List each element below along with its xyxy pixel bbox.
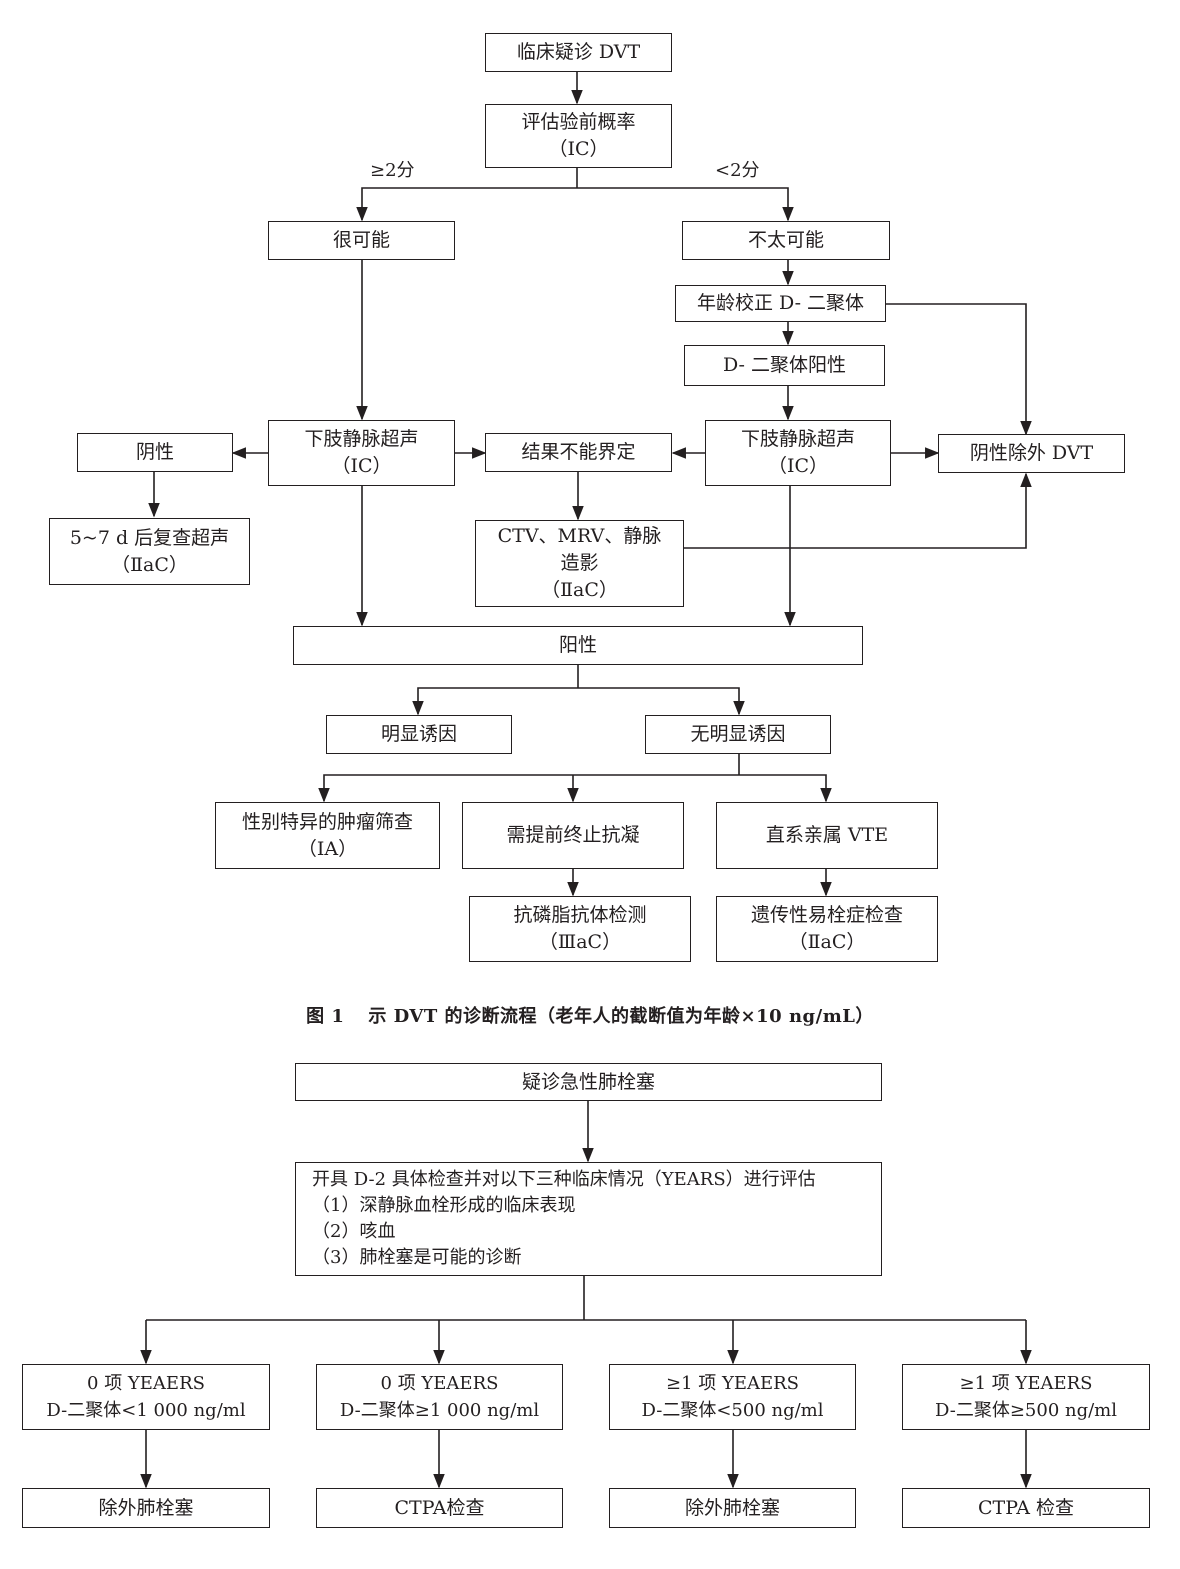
node-recheck-ultrasound: 5~7 d 后复查超声 （ⅡaC） [49,518,250,585]
node-exclude-dvt: 阴性除外 DVT [938,434,1125,473]
node-result-1: 除外肺栓塞 [22,1488,270,1528]
node-relative-vte: 直系亲属 VTE [716,802,938,869]
node-suspect-dvt: 临床疑诊 DVT [485,33,672,72]
node-branch-2: 0 项 YEAERS D-二聚体≥1 000 ng/ml [316,1364,563,1430]
node-result-2: CTPA检查 [316,1488,563,1528]
node-stop-anticoagulation: 需提前终止抗凝 [462,802,684,869]
node-years-assessment: 开具 D-2 具体检查并对以下三种临床情况（YEARS）进行评估 （1）深静脉血… [295,1162,882,1276]
node-suspect-pe: 疑诊急性肺栓塞 [295,1063,882,1101]
node-positive: 阳性 [293,626,863,665]
node-ultrasound-left: 下肢静脉超声 （ⅠC） [268,420,455,486]
node-unprovoked: 无明显诱因 [645,715,831,754]
node-indeterminate: 结果不能界定 [485,433,672,472]
node-antiphospholipid-test: 抗磷脂抗体检测 （ⅢaC） [469,896,691,962]
node-result-4: CTPA 检查 [902,1488,1150,1528]
edge-label-low-score: <2分 [715,160,760,181]
node-ctv-mrv-venography: CTV、MRV、静脉 造影 （ⅡaC） [475,520,684,607]
node-ultrasound-right: 下肢静脉超声 （ⅠC） [705,420,891,486]
node-likely: 很可能 [268,221,455,260]
node-assess-probability: 评估验前概率 （ⅠC） [485,104,672,168]
node-branch-1: 0 项 YEAERS D-二聚体<1 000 ng/ml [22,1364,270,1430]
node-ddimer-positive: D- 二聚体阳性 [684,345,885,386]
edge-label-high-score: ≥2分 [370,160,415,181]
node-result-3: 除外肺栓塞 [609,1488,856,1528]
node-branch-3: ≥1 项 YEAERS D-二聚体<500 ng/ml [609,1364,856,1430]
node-provoked: 明显诱因 [326,715,512,754]
node-negative: 阴性 [77,433,233,472]
node-thrombophilia-test: 遗传性易栓症检查 （ⅡaC） [716,896,938,962]
node-unlikely: 不太可能 [682,221,890,260]
node-age-adjusted-ddimer: 年龄校正 D- 二聚体 [675,285,886,322]
node-branch-4: ≥1 项 YEAERS D-二聚体≥500 ng/ml [902,1364,1150,1430]
node-tumor-screening: 性别特异的肿瘤筛查 （ⅠA） [215,802,440,869]
